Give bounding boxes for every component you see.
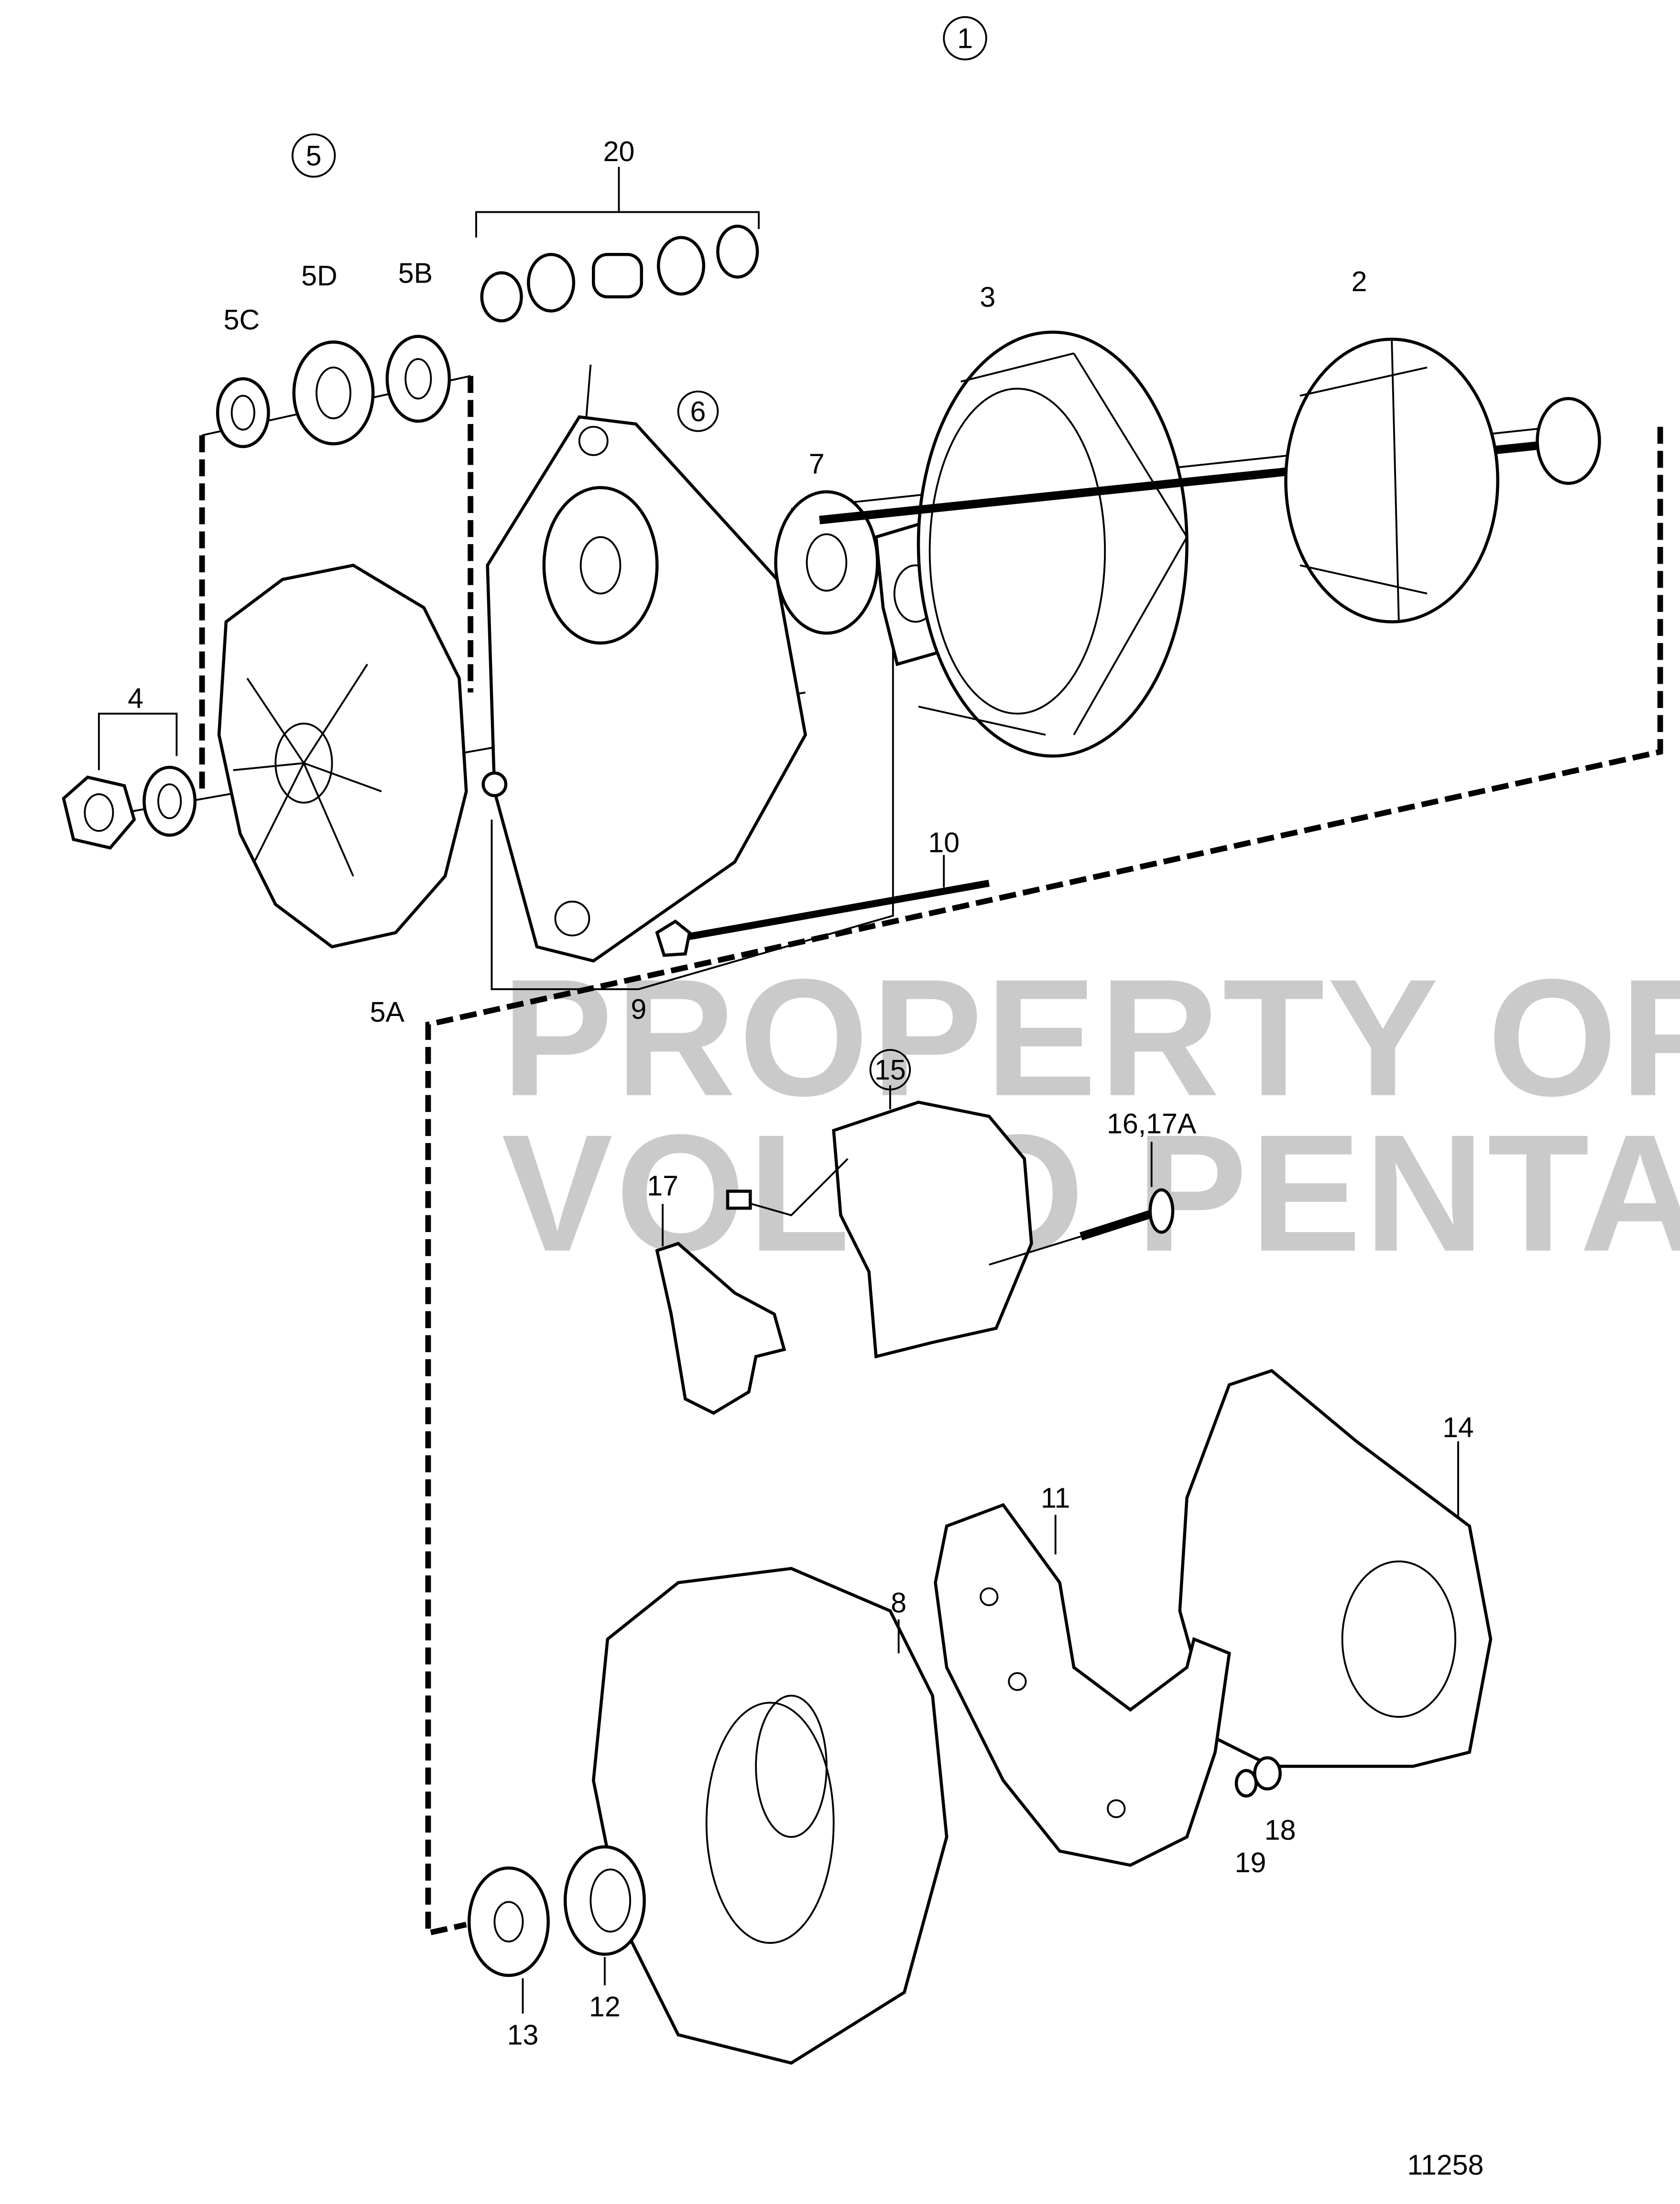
callout-5A: 5A — [370, 996, 405, 1028]
part-3-stator — [916, 330, 1189, 758]
callout-5C: 5C — [224, 304, 260, 336]
part-2-rotor — [819, 338, 1601, 623]
watermark-line-1: PROPERTY OF — [502, 944, 1680, 1131]
callout-1: 1 — [957, 22, 973, 55]
callout-18: 18 — [1265, 1814, 1296, 1846]
callout-5D: 5D — [301, 260, 338, 292]
part-8-slip-ring-end-shield — [591, 1567, 949, 2065]
part-4-nut-washer — [62, 712, 197, 850]
part-5-washers — [216, 335, 451, 448]
drawing-number: 11258 — [1407, 2149, 1484, 2181]
callout-16-17A: 16,17A — [1107, 1107, 1197, 1139]
callout-19: 19 — [1235, 1846, 1266, 1878]
watermark: PROPERTY OF VOLVO PENTA — [502, 944, 1680, 1286]
callout-8: 8 — [891, 1586, 906, 1618]
callout-3: 3 — [980, 281, 995, 313]
part-14-cover — [1178, 1369, 1493, 1768]
part-6-drive-end-shield — [481, 364, 807, 963]
callout-11: 11 — [1041, 1482, 1070, 1514]
callout-6: 6 — [690, 395, 706, 427]
part-20-bushing-set — [475, 166, 760, 323]
parts-small-bearing-seal — [467, 1756, 1282, 2014]
part-16-17A-screw — [989, 1142, 1175, 1266]
callout-14: 14 — [1442, 1411, 1474, 1443]
callout-7: 7 — [809, 447, 825, 480]
callout-2: 2 — [1352, 265, 1367, 297]
part-15-regulator — [726, 1085, 1033, 1359]
callout-9: 9 — [631, 993, 646, 1025]
callout-12: 12 — [589, 1991, 621, 2023]
callout-17: 17 — [647, 1170, 678, 1202]
part-5A-fan — [217, 563, 468, 949]
callout-4: 4 — [128, 682, 143, 714]
callout-10: 10 — [928, 826, 960, 858]
callout-labels: 1 5 6 15 20 5C 5D 5B 3 2 7 4 10 9 5A 16,… — [128, 16, 1484, 2181]
callout-15: 15 — [874, 1054, 906, 1086]
callout-5: 5 — [306, 140, 322, 172]
callout-5B: 5B — [398, 257, 433, 289]
watermark-line-2: VOLVO PENTA — [502, 1100, 1680, 1286]
callout-13: 13 — [507, 2019, 539, 2051]
part-11-rectifier — [934, 1503, 1231, 1867]
part-17-brush-holder — [655, 1204, 786, 1415]
part-10-through-bolt — [655, 855, 990, 957]
callout-20: 20 — [603, 135, 635, 167]
